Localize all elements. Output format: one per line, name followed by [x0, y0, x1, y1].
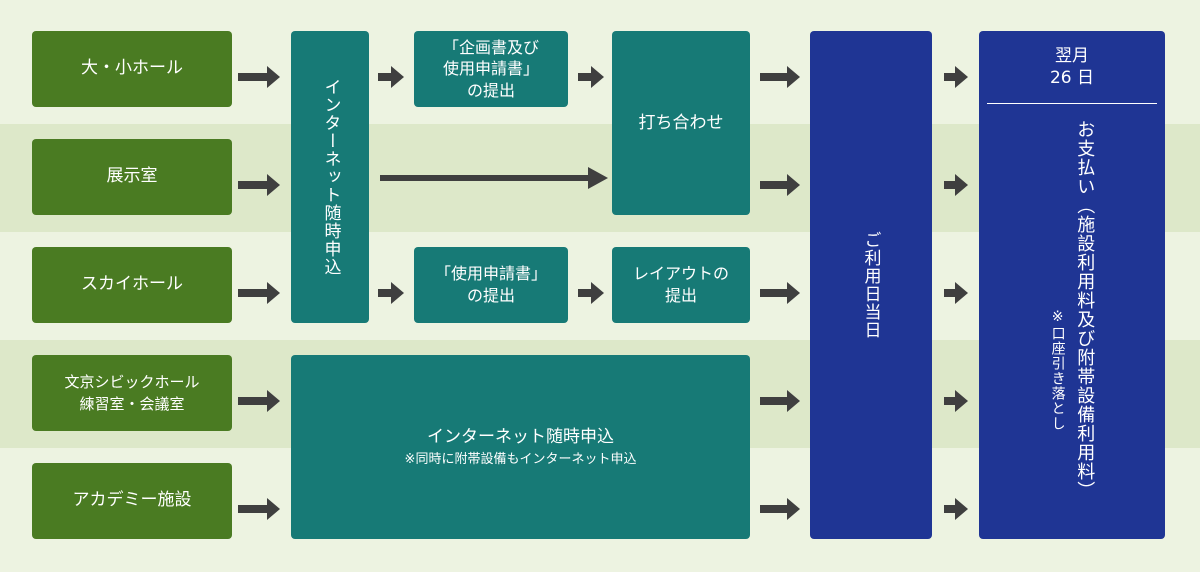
payment-label: お支払い（施設利用料及び附帯設備利用料） [1074, 120, 1096, 501]
meeting-box: 打ち合わせ [612, 31, 750, 215]
facility-civic-hall-rooms: 文京シビックホール 練習室・会議室 [32, 355, 232, 431]
right-arrow-icon [578, 66, 604, 88]
facility-label: アカデミー施設 [72, 490, 192, 511]
right-arrow-icon [238, 498, 280, 520]
right-arrow-icon [578, 282, 604, 304]
payment-divider [987, 103, 1157, 105]
right-arrow-icon [378, 66, 404, 88]
right-arrow-icon [760, 66, 800, 88]
right-arrow-icon [760, 390, 800, 412]
internet-apply-box: インターネット随時申込 [291, 31, 369, 323]
internet-apply-label: インターネット随時申込 [320, 78, 341, 276]
meeting-label: 打ち合わせ [638, 112, 724, 133]
right-arrow-icon [760, 282, 800, 304]
internet-apply-wide-box: インターネット随時申込 ※同時に附帯設備もインターネット申込 [291, 355, 750, 539]
facility-label: スカイホール [81, 274, 183, 295]
usage-day-label: ご利用日当日 [860, 231, 881, 339]
right-arrow-icon [944, 282, 968, 304]
layout-submission-label: レイアウトの 提出 [632, 264, 729, 305]
right-arrow-icon [238, 390, 280, 412]
payment-date: 翌月 26 日 [1049, 46, 1095, 89]
right-arrow-icon [944, 390, 968, 412]
right-arrow-icon [760, 498, 800, 520]
application-submission-label: 「使用申請書」 の提出 [434, 264, 547, 305]
layout-submission-box: レイアウトの 提出 [612, 247, 750, 323]
payment-note: ※口座引き落とし [1049, 309, 1066, 432]
right-arrow-icon [238, 174, 280, 196]
right-arrow-icon [380, 167, 608, 189]
usage-day-box: ご利用日当日 [810, 31, 932, 539]
right-arrow-icon [944, 174, 968, 196]
internet-apply-wide-label: インターネット随時申込 [427, 426, 614, 447]
internet-apply-wide-note: ※同時に附帯設備もインターネット申込 [404, 451, 637, 467]
plan-submission-box: 「企画書及び 使用申請書」 の提出 [414, 31, 568, 107]
facility-large-small-hall: 大・小ホール [32, 31, 232, 107]
facility-academy: アカデミー施設 [32, 463, 232, 539]
application-submission-box: 「使用申請書」 の提出 [414, 247, 568, 323]
right-arrow-icon [760, 174, 800, 196]
payment-box: 翌月 26 日 お支払い（施設利用料及び附帯設備利用料） ※口座引き落とし [979, 31, 1165, 539]
plan-submission-label: 「企画書及び 使用申請書」 の提出 [442, 37, 539, 100]
right-arrow-icon [944, 66, 968, 88]
right-arrow-icon [238, 66, 280, 88]
facility-sky-hall: スカイホール [32, 247, 232, 323]
right-arrow-icon [944, 498, 968, 520]
facility-label: 文京シビックホール 練習室・会議室 [64, 372, 200, 414]
facility-label: 展示室 [106, 166, 158, 187]
right-arrow-icon [378, 282, 404, 304]
facility-label: 大・小ホール [81, 58, 183, 79]
facility-exhibition-room: 展示室 [32, 139, 232, 215]
right-arrow-icon [238, 282, 280, 304]
